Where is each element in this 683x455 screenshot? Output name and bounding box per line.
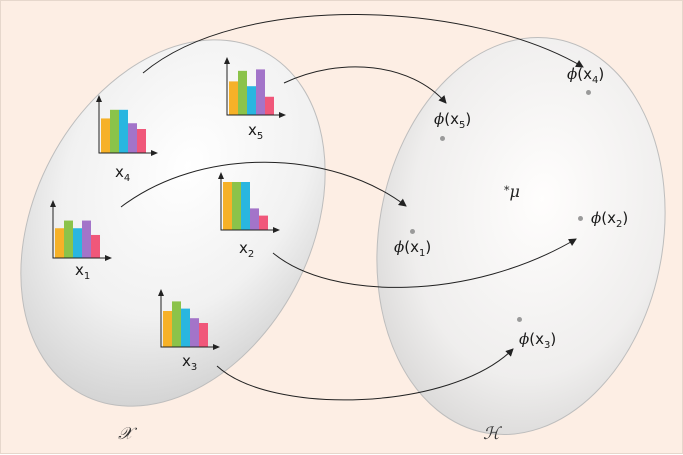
label-phi-x4: ϕ(x4) (567, 65, 605, 86)
histogram-axes (52, 202, 109, 259)
label-x4: x4 (115, 163, 131, 184)
label-x2: x2 (239, 239, 255, 260)
histogram-x2-icon (218, 172, 280, 233)
histogram-bar (265, 96, 274, 115)
input-space-label: 𝒳 (118, 424, 133, 444)
label-x1: x1 (75, 261, 91, 282)
histogram-y-arrow (218, 172, 224, 179)
histogram-bar (163, 311, 172, 347)
histogram-bar (128, 123, 137, 153)
histogram-bar (238, 70, 247, 115)
histogram-x-arrow (273, 227, 280, 233)
histogram-x3-icon (158, 289, 220, 350)
histogram-x-arrow (213, 344, 220, 350)
histogram-bar (259, 215, 268, 230)
mapping-arrow-x3 (216, 348, 514, 401)
histogram-y-arrow (158, 289, 164, 296)
histogram-x1-icon (50, 200, 112, 261)
histogram-bar (110, 109, 119, 153)
histogram-bar (250, 208, 259, 230)
feature-space-label: ℋ (483, 424, 500, 444)
mapping-arrow-x4 (142, 14, 584, 74)
histogram-x-arrow (151, 150, 158, 156)
histogram-bar (91, 234, 100, 258)
label-x5: x5 (248, 121, 264, 142)
histogram-bar (229, 81, 238, 115)
histogram-axes (220, 174, 277, 231)
histogram-x4-icon (96, 95, 158, 156)
feature-point-x5 (440, 136, 445, 141)
histogram-bar (119, 109, 128, 153)
histogram-bar (82, 220, 91, 258)
histogram-bar (190, 318, 199, 347)
histogram-axes (98, 97, 155, 154)
feature-space-ellipse (376, 37, 666, 435)
histogram-bar (232, 182, 241, 230)
histogram-bar (241, 182, 250, 230)
mapping-arrow-x5 (283, 66, 447, 104)
label-phi-x2: ϕ(x2) (591, 209, 629, 230)
histogram-x5-icon (224, 57, 286, 118)
histogram-y-arrow (96, 95, 102, 102)
histogram-bar (137, 129, 146, 153)
histogram-x-arrow (105, 255, 112, 261)
label-phi-x3: ϕ(x3) (519, 330, 557, 351)
histogram-bar (64, 220, 73, 258)
mapping-arrow-x1 (120, 161, 407, 208)
label-phi-x1: ϕ(x1) (394, 238, 432, 259)
feature-point-x2 (578, 216, 583, 221)
feature-point-x3 (517, 317, 522, 322)
histogram-bar (256, 69, 265, 115)
histogram-axes (226, 59, 283, 116)
histogram-y-arrow (50, 200, 56, 207)
label-phi-x5: ϕ(x5) (434, 110, 472, 131)
histogram-bar (181, 308, 190, 347)
histogram-bar (101, 118, 110, 153)
label-x3: x3 (182, 352, 198, 373)
input-space-ellipse (20, 39, 326, 407)
histogram-y-arrow (224, 57, 230, 64)
histogram-bar (247, 86, 256, 115)
histogram-bar (55, 228, 64, 258)
histogram-bar (172, 301, 181, 347)
histogram-bar (73, 228, 82, 258)
histogram-bar (199, 323, 208, 347)
histogram-x-arrow (279, 112, 286, 118)
histogram-axes (160, 291, 217, 348)
mean-embedding-label: *μ (504, 182, 520, 201)
feature-point-x1 (410, 229, 415, 234)
mapping-arrow-x2 (272, 238, 577, 288)
histogram-bar (223, 182, 232, 230)
feature-point-x4 (586, 90, 591, 95)
